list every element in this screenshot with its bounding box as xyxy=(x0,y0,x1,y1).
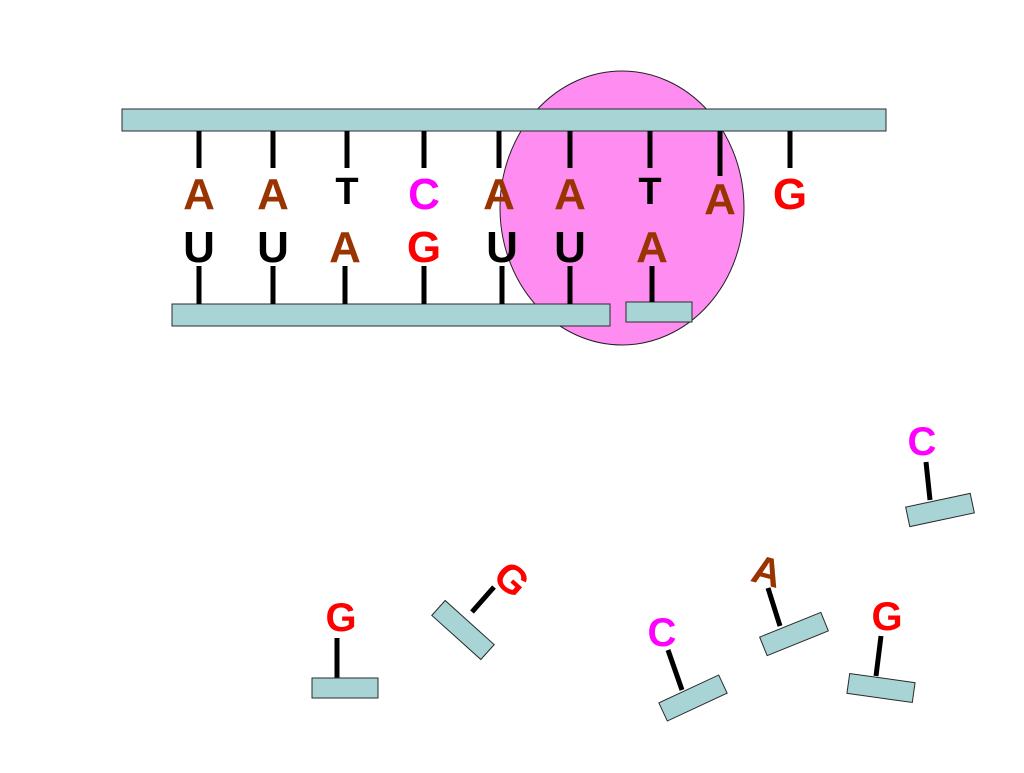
dna-base-label: C xyxy=(408,170,440,219)
free-nucleotide-base-label: C xyxy=(648,611,677,655)
rna-backbone-new-segment xyxy=(625,301,693,323)
free-nucleotide-backbone xyxy=(311,677,379,699)
free-nucleotide-base-label: G xyxy=(871,595,902,639)
dna-base-label: A xyxy=(257,170,289,219)
dna-base-label: T xyxy=(335,171,358,213)
free-nucleotide-connector xyxy=(470,585,496,614)
rna-backbone xyxy=(171,303,611,327)
dna-base-label: G xyxy=(773,170,807,219)
free-nucleotide-base-label: A xyxy=(747,547,786,597)
free-nucleotide-base-label: C xyxy=(908,420,937,464)
dna-base-label: A xyxy=(554,170,586,219)
rna-base-label: G xyxy=(407,223,441,272)
free-nucleotide-backbone xyxy=(431,599,495,661)
dna-base-label: T xyxy=(638,171,661,213)
rna-base-label: U xyxy=(554,223,586,272)
rna-polymerase-ellipse xyxy=(499,70,745,346)
free-nucleotide-backbone xyxy=(759,611,829,657)
rna-base-label: U xyxy=(486,223,518,272)
free-nucleotide: G xyxy=(311,596,379,699)
dna-backbone xyxy=(121,108,887,132)
rna-base-label: U xyxy=(183,223,215,272)
dna-base-label: A xyxy=(704,175,736,224)
free-nucleotide-connector xyxy=(665,649,685,691)
free-nucleotide-backbone xyxy=(658,674,728,722)
free-nucleotide: A xyxy=(747,547,829,657)
dna-base-label: A xyxy=(183,170,215,219)
dna-base-label: A xyxy=(483,170,515,219)
rna-base-label: A xyxy=(636,223,668,272)
free-nucleotide-backbone xyxy=(905,492,975,528)
free-nucleotide-connector xyxy=(873,635,884,677)
free-nucleotide-base-label: G xyxy=(485,553,538,607)
free-nucleotide-connector xyxy=(765,587,783,627)
free-nucleotide-backbone xyxy=(846,672,916,704)
free-nucleotides-group: C G G C A G xyxy=(311,420,975,722)
free-nucleotide: C xyxy=(648,611,728,722)
free-nucleotide-connector xyxy=(923,461,933,501)
free-nucleotide: C xyxy=(905,420,975,528)
rna-base-label: U xyxy=(257,223,289,272)
rna-base-label: A xyxy=(329,223,361,272)
free-nucleotide-base-label: G xyxy=(325,596,356,640)
free-nucleotide: G xyxy=(431,553,538,661)
free-nucleotide: G xyxy=(846,595,916,704)
